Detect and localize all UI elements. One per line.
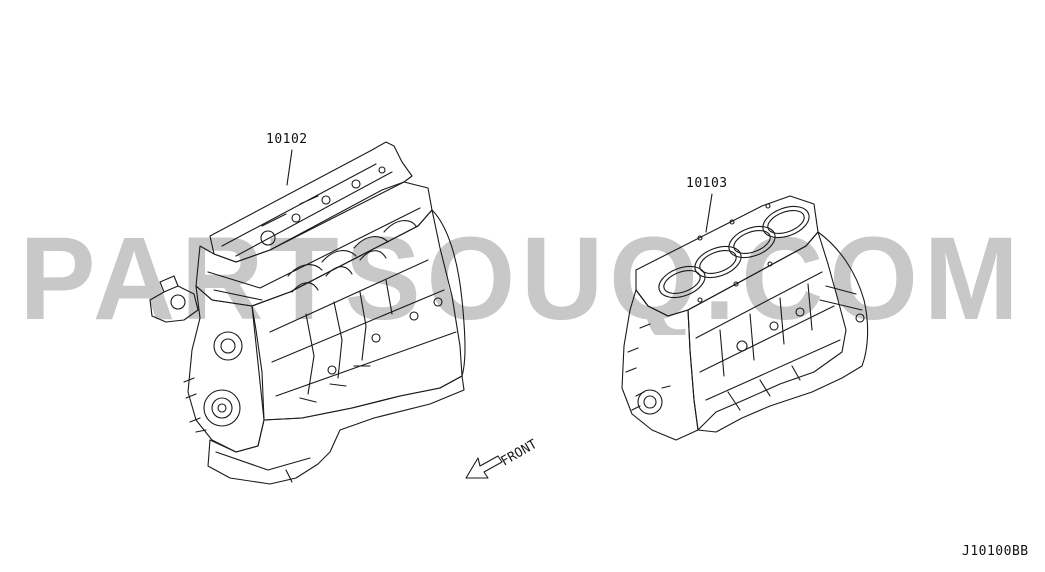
drawing-code: J10100BB	[962, 544, 1029, 559]
engine-assembly-10102[interactable]	[150, 142, 465, 484]
leader-line-10102	[287, 150, 292, 185]
cylinder-bore-4	[759, 201, 814, 244]
part-label-10102[interactable]: 10102	[266, 132, 308, 147]
part-label-10103[interactable]: 10103	[686, 176, 728, 191]
watermark: PARTSOUQ.COM	[20, 215, 1025, 335]
leader-line-10103	[706, 194, 712, 232]
cylinder-bore-1	[655, 261, 710, 304]
arrow-icon	[466, 456, 502, 478]
cylinder-bore-2	[691, 241, 746, 284]
short-block-10103[interactable]	[622, 194, 868, 440]
watermark-text: PARTSOUQ.COM	[20, 215, 1025, 335]
rocker-cover	[210, 142, 412, 262]
front-arrow	[466, 456, 502, 478]
block-deck	[636, 196, 818, 316]
cylinder-bore-3	[725, 221, 780, 264]
front-arrow-label: FRONT	[499, 437, 541, 470]
